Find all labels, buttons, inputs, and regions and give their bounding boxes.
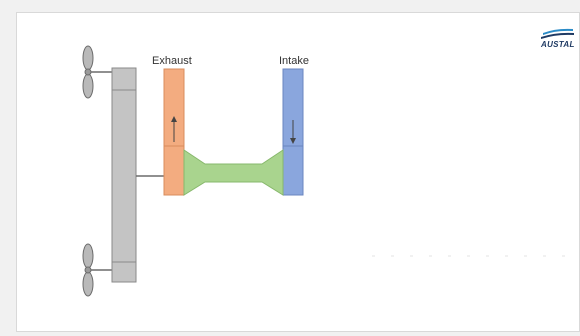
austal-logo-icon	[541, 28, 574, 39]
exhaust-arrow-up-icon	[171, 116, 177, 142]
propeller-top-icon	[82, 45, 112, 99]
exhaust-label: Exhaust	[152, 55, 192, 67]
intake-label: Intake	[279, 55, 309, 67]
intake-arrow-down-icon	[290, 120, 296, 144]
turbine-duct	[183, 149, 284, 196]
propeller-bottom-icon	[82, 243, 112, 297]
gearbox-frame	[111, 67, 137, 283]
logo-text: AUSTAL	[541, 40, 575, 49]
